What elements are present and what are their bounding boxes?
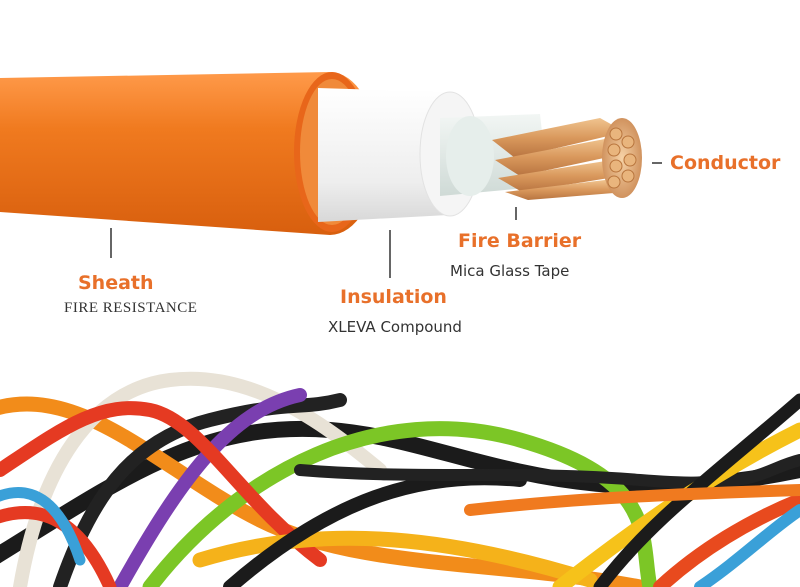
insulation-sublabel: XLEVA Compound	[328, 318, 462, 336]
sheath-label: Sheath	[78, 272, 154, 294]
fire-barrier-label: Fire Barrier	[458, 230, 582, 252]
sheath-sublabel: FIRE RESISTANCE	[64, 300, 198, 316]
insulation-label: Insulation	[340, 286, 447, 308]
fire-barrier-sublabel: Mica Glass Tape	[450, 262, 570, 280]
wire-bundle-image	[0, 371, 800, 587]
conductor-label: Conductor	[670, 152, 781, 174]
conductor-strands	[492, 118, 642, 200]
